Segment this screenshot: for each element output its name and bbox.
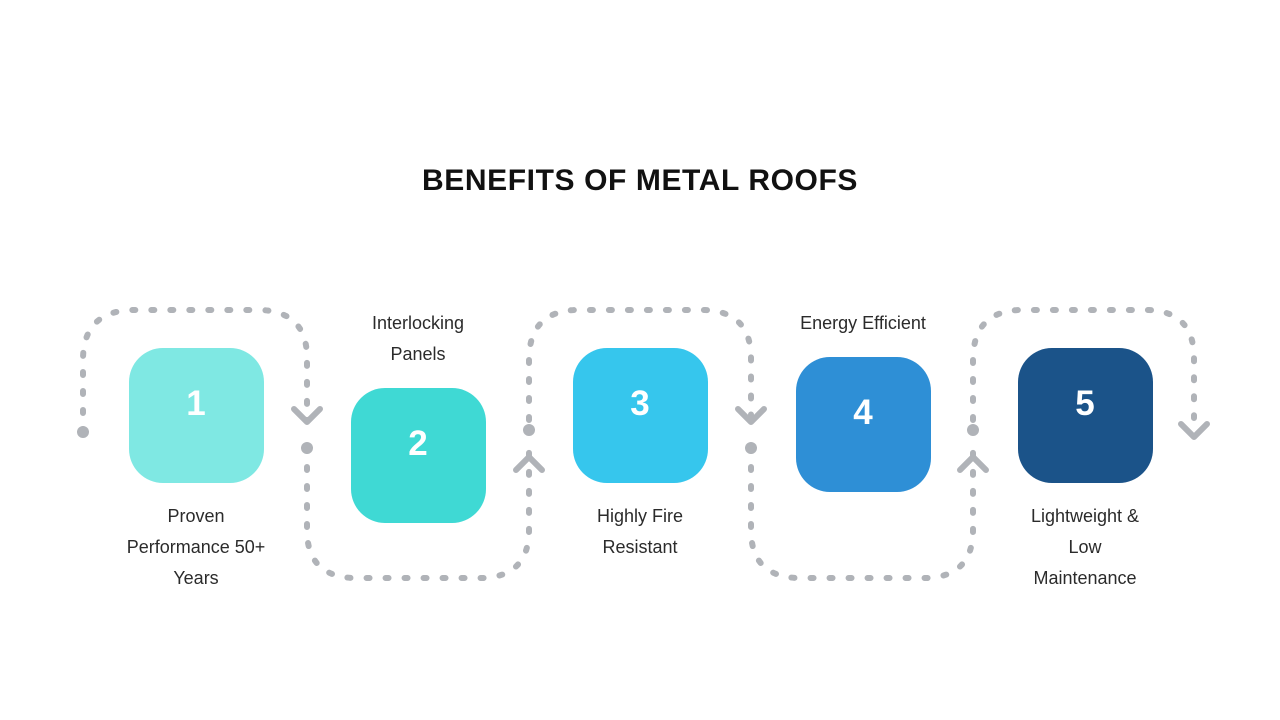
step-3[interactable]: 3 Highly Fire Resistant [540, 348, 740, 563]
step-1[interactable]: 1 Proven Performance 50+ Years [96, 348, 296, 594]
step-3-number: 3 [630, 384, 650, 423]
page-title: BENEFITS OF METAL ROOFS [421, 164, 859, 197]
step-2-label: Interlocking Panels [371, 313, 465, 364]
step-4-label: Energy Efficient [800, 313, 926, 333]
step-3-card[interactable]: 3 [572, 348, 708, 483]
step-5-number: 5 [1075, 384, 1095, 423]
step-2-number: 2 [408, 424, 428, 463]
step-4-card[interactable]: 4 [795, 357, 931, 492]
step-5-card[interactable]: 5 [1017, 348, 1153, 483]
step-1-label: Proven Performance 50+ Years [126, 506, 266, 588]
step-5-label: Lightweight & Low Maintenance [1030, 506, 1140, 588]
step-1-number: 1 [186, 384, 206, 423]
step-2[interactable]: Interlocking Panels 2 [318, 308, 518, 523]
step-1-card[interactable]: 1 [128, 348, 264, 483]
step-5[interactable]: 5 Lightweight & Low Maintenance [985, 348, 1185, 594]
step-4[interactable]: Energy Efficient 4 [763, 308, 963, 492]
step-4-number: 4 [853, 393, 873, 432]
step-3-label: Highly Fire Resistant [596, 506, 684, 557]
step-2-card[interactable]: 2 [350, 388, 486, 523]
